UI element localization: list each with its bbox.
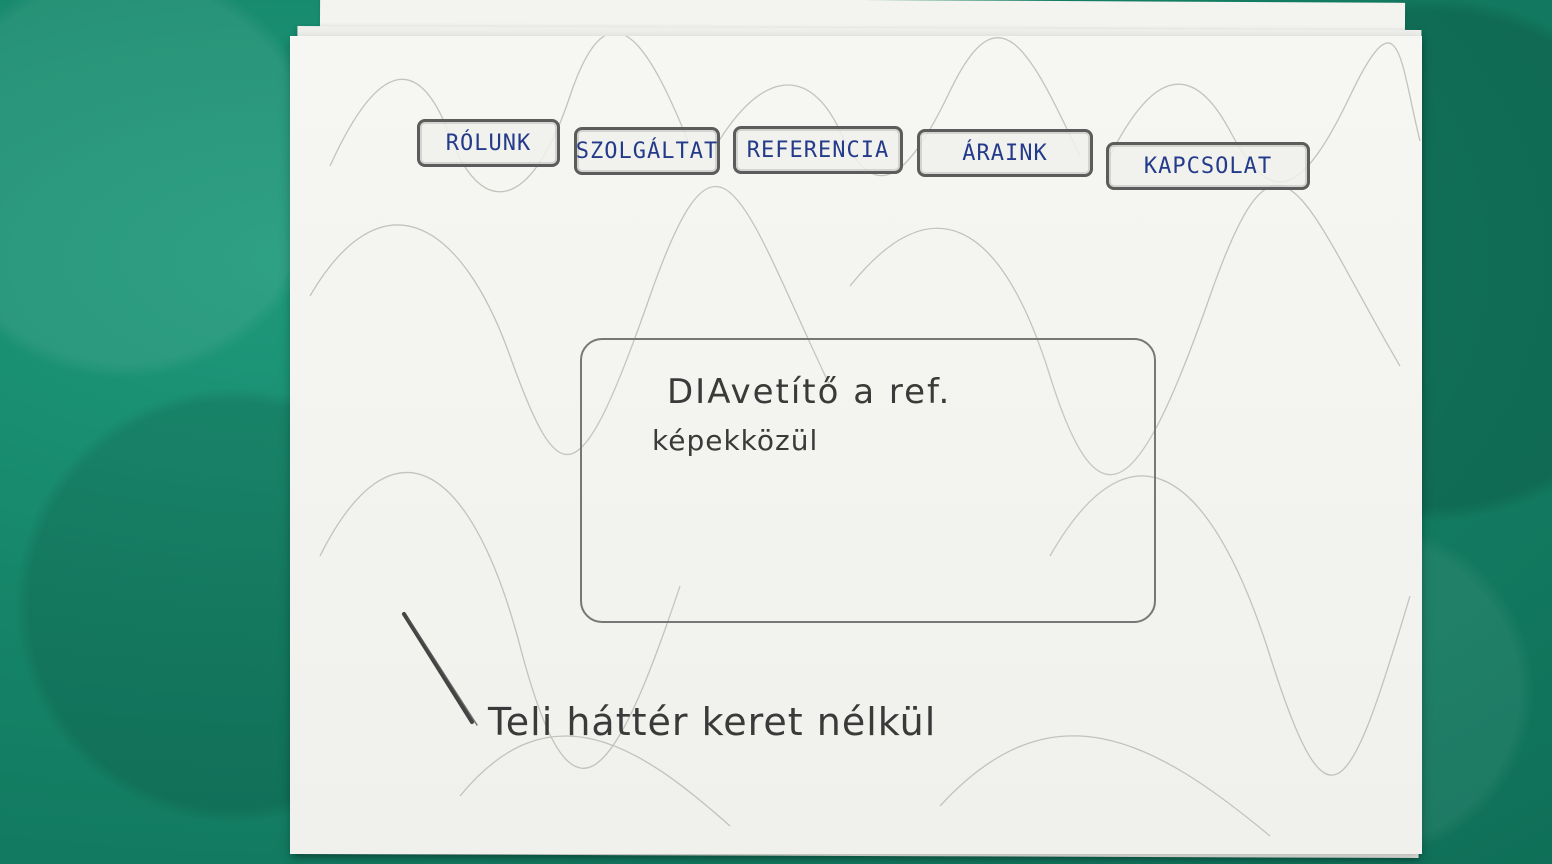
navigation-bar: RÓLUNK SZOLGÁLTAT REFERENCIA ÁRAINK KAPC… xyxy=(417,111,1417,191)
nav-tab-szolgaltat[interactable]: SZOLGÁLTAT xyxy=(574,127,720,175)
nav-tab-referencia[interactable]: REFERENCIA xyxy=(733,126,903,174)
nav-tab-kapcsolat[interactable]: KAPCSOLAT xyxy=(1106,142,1310,190)
nav-tab-label: REFERENCIA xyxy=(746,137,890,163)
nav-tab-label: RÓLUNK xyxy=(445,130,532,156)
nav-tab-label: ÁRAINK xyxy=(962,140,1048,166)
slideshow-title: DIAvetítő a ref. xyxy=(667,372,952,412)
slideshow-subtitle: képekközül xyxy=(652,424,819,457)
annotation-pointer-line xyxy=(402,612,478,726)
background-note: Teli háttér keret nélkül xyxy=(488,700,937,744)
nav-tab-rolunk[interactable]: RÓLUNK xyxy=(417,119,560,167)
sketch-paper: RÓLUNK SZOLGÁLTAT REFERENCIA ÁRAINK KAPC… xyxy=(290,36,1422,854)
slideshow-box: DIAvetítő a ref. képekközül xyxy=(580,338,1156,623)
nav-tab-label: KAPCSOLAT xyxy=(1143,153,1273,179)
nav-tab-araink[interactable]: ÁRAINK xyxy=(917,129,1093,177)
nav-tab-label: SZOLGÁLTAT xyxy=(575,138,719,164)
